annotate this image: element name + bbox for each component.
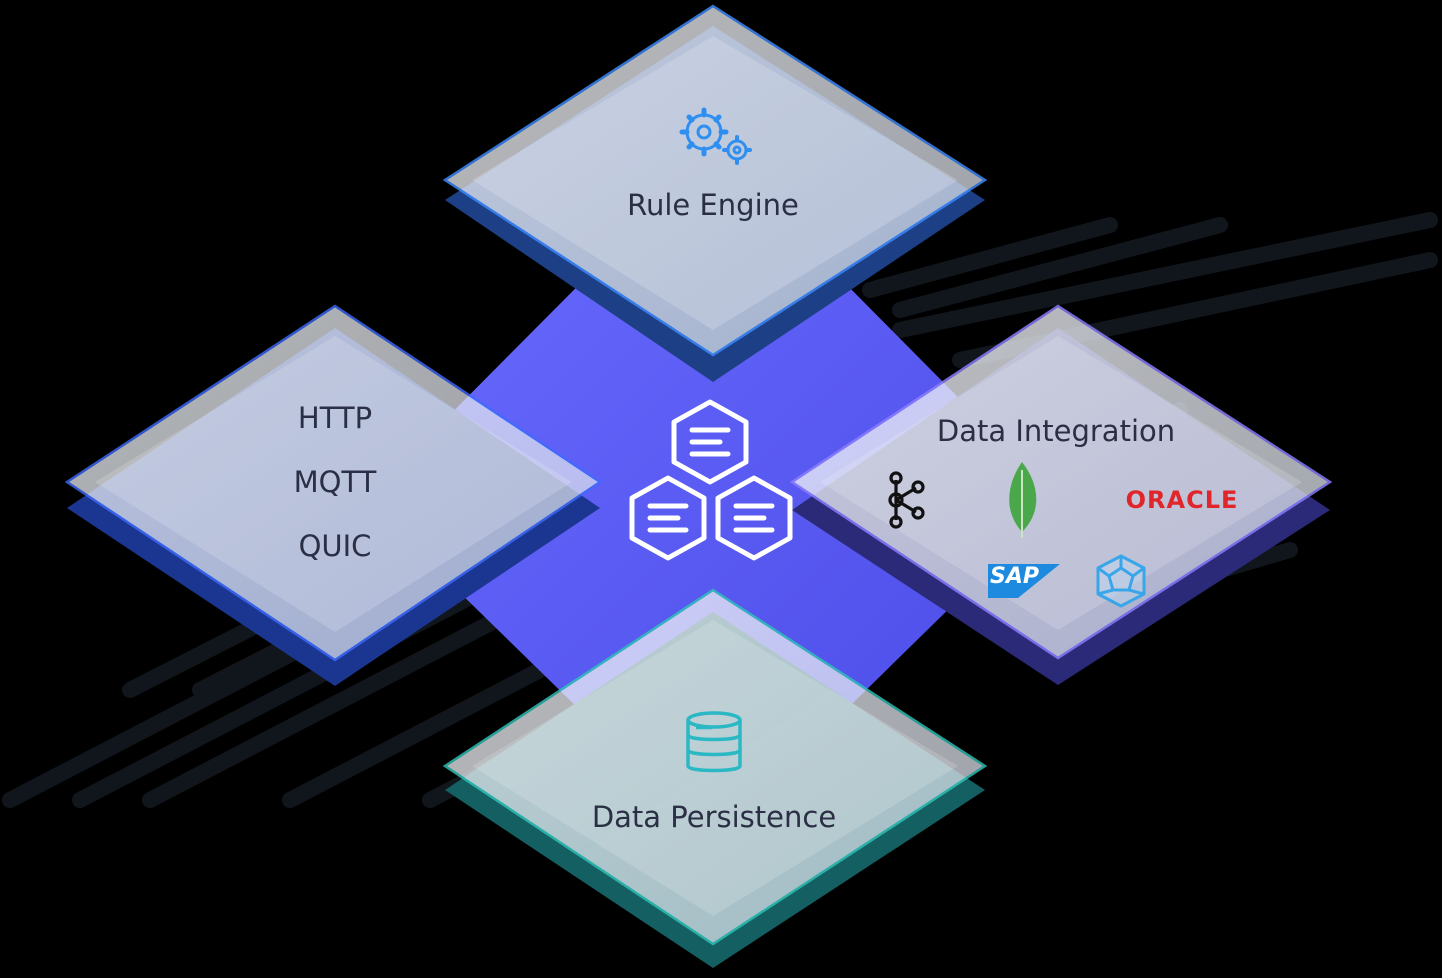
rule-engine-plate <box>442 4 988 382</box>
database-icon <box>686 711 742 773</box>
center-broker-icon <box>629 399 793 561</box>
data-persistence-label: Data Persistence <box>591 800 837 834</box>
data-integration-plate <box>789 304 1333 685</box>
data-integration-label: Data Integration <box>936 414 1176 448</box>
oracle-logo: ORACLE <box>1125 486 1239 514</box>
protocol-http: HTTP <box>297 401 373 435</box>
protocol-quic: QUIC <box>298 529 372 563</box>
data-persistence-plate <box>442 588 988 968</box>
gears-icon <box>679 107 752 165</box>
rule-engine-label: Rule Engine <box>627 188 799 222</box>
hexagon-right-icon <box>715 475 793 561</box>
protocols-plate <box>64 304 603 686</box>
protocol-mqtt: MQTT <box>293 465 377 499</box>
hexagon-left-icon <box>629 475 707 561</box>
sap-logo <box>988 564 1060 598</box>
polyhedron-icon <box>1096 554 1146 608</box>
kafka-icon <box>888 471 925 529</box>
central-cross <box>365 150 1060 840</box>
mongodb-icon <box>1009 462 1037 538</box>
sap-logo-text: SAP <box>990 564 1039 589</box>
hexagon-top-icon <box>671 399 749 485</box>
